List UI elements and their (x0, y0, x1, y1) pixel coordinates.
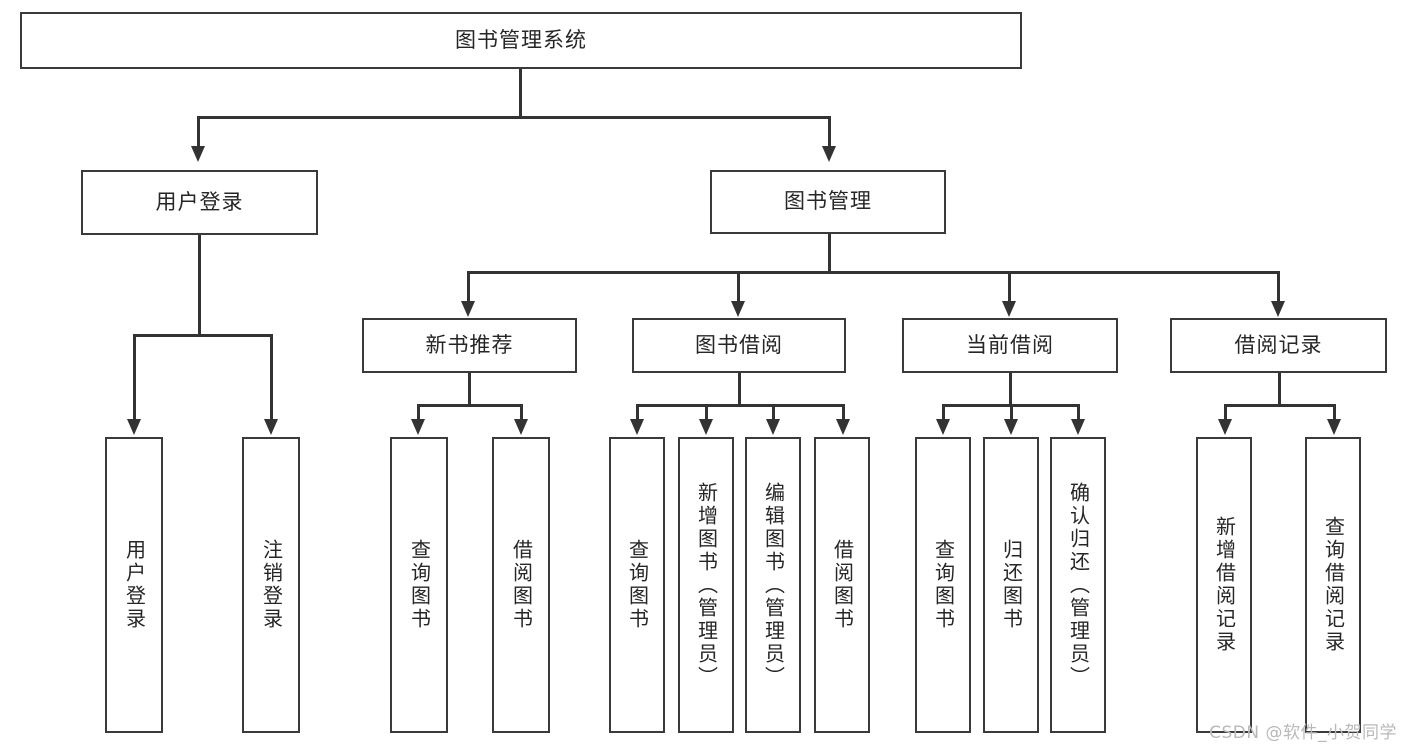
arrow-book-borrow-to-leaf-2 (699, 419, 713, 435)
arrow-new-book-to-leaf-1 (411, 419, 425, 435)
connector-new-book-stem (468, 373, 471, 407)
node-label: 借阅记录 (1234, 332, 1323, 357)
node-root-system[interactable]: 图书管理系统 (20, 12, 1022, 69)
node-label: 查询图书 (407, 539, 432, 631)
node-label: 借阅图书 (830, 539, 855, 631)
connector-book-mgmt-to-l3-4 (1277, 271, 1280, 303)
node-label: 用户登录 (122, 539, 147, 631)
node-label: 当前借阅 (966, 332, 1054, 357)
connector-book-borrow-to-leaf-1 (636, 404, 639, 421)
arrow-book-mgmt-to-l3-2 (731, 301, 745, 317)
connector-user-login-stem (198, 235, 201, 336)
arrow-borrow-records-to-leaf-2 (1327, 419, 1341, 435)
connector-user-login-to-leaf-1 (133, 334, 136, 421)
arrow-book-borrow-to-leaf-1 (630, 419, 644, 435)
connector-root-stem (519, 69, 522, 118)
node-label: 用户登录 (155, 189, 244, 214)
arrow-current-borrow-to-leaf-2 (1004, 419, 1018, 435)
node-label: 图书借阅 (695, 332, 783, 357)
connector-borrow-records-to-leaf-1 (1224, 404, 1227, 421)
connector-borrow-records-stem (1278, 373, 1281, 407)
connector-book-mgmt-to-l3-1 (467, 271, 470, 303)
node-label: 归还图书 (999, 539, 1024, 631)
leaf-current-borrow-return[interactable]: 归还图书 (983, 437, 1039, 733)
node-label: 确认归还（管理员） (1066, 481, 1091, 689)
node-current-borrow[interactable]: 当前借阅 (902, 318, 1118, 373)
arrow-book-mgmt-to-l3-3 (1002, 301, 1016, 317)
connector-new-book-to-leaf-1 (417, 404, 420, 421)
leaf-book-borrow-query[interactable]: 查询图书 (609, 437, 665, 733)
node-label: 借阅图书 (509, 539, 534, 631)
connector-book-mgmt-to-l3-3 (1008, 271, 1011, 303)
arrow-book-borrow-to-leaf-4 (836, 419, 850, 435)
arrow-user-login-to-leaf-2 (264, 419, 278, 435)
leaf-current-borrow-confirm-admin[interactable]: 确认归还（管理员） (1050, 437, 1106, 733)
node-book-borrow[interactable]: 图书借阅 (632, 318, 846, 373)
connector-current-borrow-stem (1009, 373, 1012, 407)
watermark-text: CSDN @软件_小贺同学 (1209, 723, 1397, 743)
node-label: 图书管理 (784, 189, 872, 214)
node-label: 查询图书 (931, 539, 956, 631)
connector-borrow-records-bus (1224, 404, 1336, 407)
arrow-book-borrow-to-leaf-3 (766, 419, 780, 435)
connector-book-mgmt-stem (828, 234, 831, 274)
node-label: 注销登录 (259, 539, 284, 631)
arrow-borrow-records-to-leaf-1 (1218, 419, 1232, 435)
connector-current-borrow-to-leaf-1 (942, 404, 945, 421)
connector-borrow-records-to-leaf-2 (1333, 404, 1336, 421)
leaf-book-borrow-add-admin[interactable]: 新增图书（管理员） (678, 437, 734, 733)
arrow-book-mgmt-to-l3-4 (1271, 301, 1285, 317)
connector-user-login-to-leaf-2 (270, 334, 273, 421)
node-borrow-records[interactable]: 借阅记录 (1170, 318, 1387, 373)
leaf-book-borrow-edit-admin[interactable]: 编辑图书（管理员） (745, 437, 801, 733)
connector-current-borrow-to-leaf-2 (1010, 404, 1013, 421)
connector-root-bus (197, 116, 831, 119)
leaf-new-book-borrow[interactable]: 借阅图书 (492, 437, 550, 733)
leaf-book-borrow-borrow[interactable]: 借阅图书 (814, 437, 870, 733)
connector-new-book-to-leaf-2 (520, 404, 523, 421)
node-label: 新增图书（管理员） (694, 481, 719, 689)
connector-current-borrow-to-leaf-3 (1077, 404, 1080, 421)
leaf-borrow-records-query[interactable]: 查询借阅记录 (1305, 437, 1361, 733)
arrow-root-to-book-mgmt (822, 146, 836, 162)
leaf-current-borrow-query[interactable]: 查询图书 (915, 437, 971, 733)
arrow-current-borrow-to-leaf-1 (936, 419, 950, 435)
connector-book-borrow-to-leaf-4 (842, 404, 845, 421)
leaf-new-book-query[interactable]: 查询图书 (390, 437, 448, 733)
arrow-book-mgmt-to-l3-1 (461, 301, 475, 317)
connector-user-login-bus (133, 334, 272, 337)
leaf-borrow-records-add[interactable]: 新增借阅记录 (1196, 437, 1252, 733)
arrow-new-book-to-leaf-2 (514, 419, 528, 435)
connector-book-mgmt-bus (467, 271, 1279, 274)
node-label: 新书推荐 (425, 332, 514, 357)
node-book-management[interactable]: 图书管理 (710, 170, 946, 234)
node-label: 查询图书 (625, 539, 650, 631)
node-new-book-recommend[interactable]: 新书推荐 (362, 318, 577, 373)
arrow-user-login-to-leaf-1 (127, 419, 141, 435)
connector-book-borrow-to-leaf-3 (772, 404, 775, 421)
connector-new-book-bus (417, 404, 523, 407)
node-label: 新增借阅记录 (1212, 516, 1237, 654)
node-label: 编辑图书（管理员） (761, 481, 786, 689)
leaf-user-login-login[interactable]: 用户登录 (105, 437, 163, 733)
connector-book-borrow-to-leaf-2 (705, 404, 708, 421)
connector-book-borrow-stem (738, 373, 741, 407)
connector-book-mgmt-to-l3-2 (737, 271, 740, 303)
node-label: 查询借阅记录 (1321, 516, 1346, 654)
connector-root-to-book-mgmt (828, 116, 831, 148)
connector-book-borrow-bus (636, 404, 845, 407)
node-label: 图书管理系统 (455, 27, 587, 52)
arrow-root-to-user-login (191, 146, 205, 162)
node-user-login[interactable]: 用户登录 (81, 170, 318, 235)
connector-root-to-user-login (197, 116, 200, 148)
leaf-user-login-logout[interactable]: 注销登录 (242, 437, 300, 733)
arrow-current-borrow-to-leaf-3 (1071, 419, 1085, 435)
